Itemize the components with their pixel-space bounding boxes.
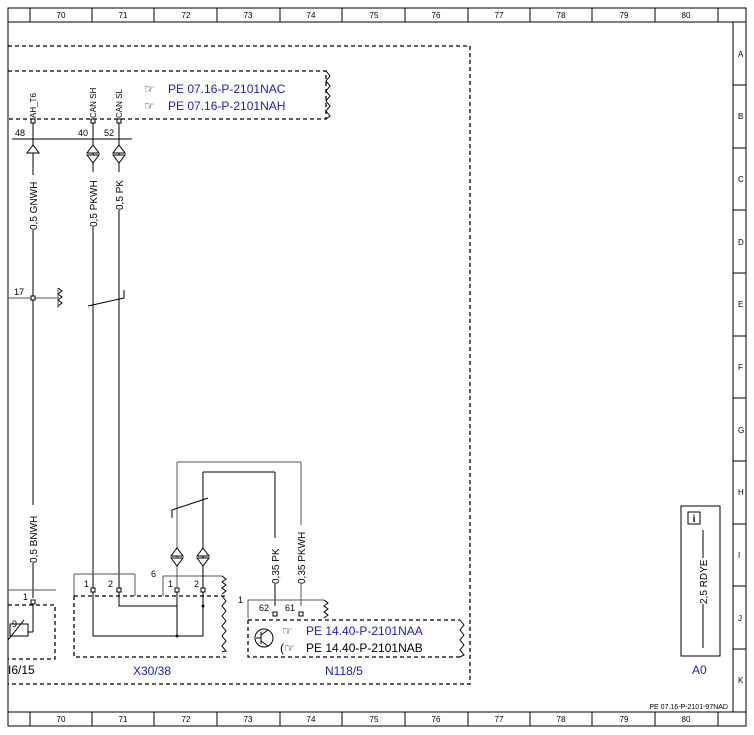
- row-label: D: [738, 238, 744, 247]
- col-label: 80: [682, 715, 691, 724]
- info-icon[interactable]: i: [693, 514, 696, 525]
- module-boundary: [8, 45, 471, 685]
- reference-hand-icon[interactable]: ☞: [144, 82, 155, 96]
- x30-connector-box: [73, 573, 227, 658]
- wire-label: 0,35 PK: [271, 548, 282, 584]
- pin-number: 62: [259, 603, 269, 613]
- component-label[interactable]: A0: [692, 663, 707, 677]
- row-ticks: [733, 84, 746, 650]
- row-label: E: [738, 300, 743, 309]
- pin-number: 2: [194, 579, 199, 589]
- signal-label: AH_T6: [29, 93, 38, 118]
- col-label: 75: [370, 11, 379, 20]
- col-label: 73: [244, 11, 253, 20]
- wire-label: 0,35 PKWH: [297, 532, 308, 584]
- left-component-box: [7, 589, 56, 660]
- column-numbers-bottom: 70 71 72 73 74 75 76 77 78 79 80: [57, 715, 691, 724]
- pin-number: 52: [104, 128, 114, 138]
- ecu-box-break: [325, 70, 331, 120]
- connector-17: [8, 287, 63, 308]
- reference-link[interactable]: PE 14.40-P-2101NAB: [306, 641, 423, 655]
- col-label: 76: [432, 11, 441, 20]
- reference-hand-icon[interactable]: ☞: [282, 624, 293, 638]
- connector-arrows-top: [26, 144, 126, 164]
- wire-label: 2,5 RDYE: [699, 559, 710, 604]
- col-label: 74: [307, 11, 316, 20]
- row-label: I: [738, 551, 740, 560]
- component-label[interactable]: X30/38: [133, 664, 171, 678]
- signal-label: CAN SL: [115, 89, 124, 118]
- row-label: F: [738, 363, 743, 372]
- row-label: A: [738, 50, 744, 59]
- document-id: PE 07.16-P-2101-97NAD: [649, 704, 728, 711]
- col-label: 73: [244, 715, 253, 724]
- row-label: B: [738, 112, 743, 121]
- row-label: J: [738, 614, 742, 623]
- col-label: 72: [182, 715, 191, 724]
- ecu-top-box: [8, 70, 327, 120]
- col-label: 77: [495, 11, 504, 20]
- row-label: K: [738, 676, 744, 685]
- col-label: 80: [682, 11, 691, 20]
- col-label: 71: [119, 715, 128, 724]
- pin-number: 9: [12, 619, 17, 629]
- pin-group-number: 1: [238, 595, 243, 605]
- wire-label: 0,5 PKWH: [89, 180, 100, 227]
- reference-link[interactable]: PE 07.16-P-2101NAC: [168, 82, 286, 96]
- col-label: 77: [495, 715, 504, 724]
- n118-box: [247, 599, 465, 658]
- pin-number: 40: [78, 128, 88, 138]
- col-label: 79: [620, 11, 629, 20]
- twisted-pair-marker: [87, 290, 125, 307]
- reference-hand-icon[interactable]: ☞: [284, 641, 295, 655]
- row-label: C: [738, 175, 744, 184]
- row-label: G: [738, 426, 744, 435]
- component-label: I6/15: [8, 663, 35, 677]
- col-label: 76: [432, 715, 441, 724]
- column-numbers-top: 70 71 72 73 74 75 76 77 78 79 80: [57, 11, 691, 20]
- pin-number: 1: [23, 592, 28, 602]
- row-letters: A B C D E F G H I J K: [738, 50, 744, 685]
- component-label[interactable]: N118/5: [325, 664, 363, 678]
- wire-label: 0,5 BNWH: [29, 516, 40, 563]
- col-label: 79: [620, 715, 629, 724]
- pin-number: 48: [15, 128, 25, 138]
- col-label: 74: [307, 715, 316, 724]
- col-label: 78: [557, 11, 566, 20]
- col-label: 75: [370, 715, 379, 724]
- col-label: 70: [57, 715, 66, 724]
- connector-arrows-bottom: [170, 547, 210, 567]
- signal-label: CAN SH: [89, 88, 98, 118]
- sheet-frame: [7, 7, 747, 727]
- reference-link[interactable]: PE 07.16-P-2101NAH: [168, 99, 285, 113]
- col-label: 70: [57, 11, 66, 20]
- reference-link[interactable]: PE 14.40-P-2101NAA: [306, 624, 423, 638]
- wire-label: 0,5 GNWH: [29, 182, 40, 230]
- col-label: 72: [182, 11, 191, 20]
- pin-group-number: 6: [151, 569, 156, 579]
- pin-number: 1: [84, 579, 89, 589]
- col-label: 78: [557, 715, 566, 724]
- column-ticks: [29, 8, 719, 726]
- pin-number: 17: [14, 287, 24, 297]
- row-label: H: [738, 488, 744, 497]
- wire-lines: [32, 123, 120, 598]
- pin-number: 2: [108, 579, 113, 589]
- paren-open: (: [280, 641, 284, 655]
- wire-label: 0,5 PK: [115, 180, 126, 210]
- pin-number: 1: [168, 579, 173, 589]
- pin-number: 61: [285, 603, 295, 613]
- reference-hand-icon[interactable]: ☞: [144, 99, 155, 113]
- col-label: 71: [119, 11, 128, 20]
